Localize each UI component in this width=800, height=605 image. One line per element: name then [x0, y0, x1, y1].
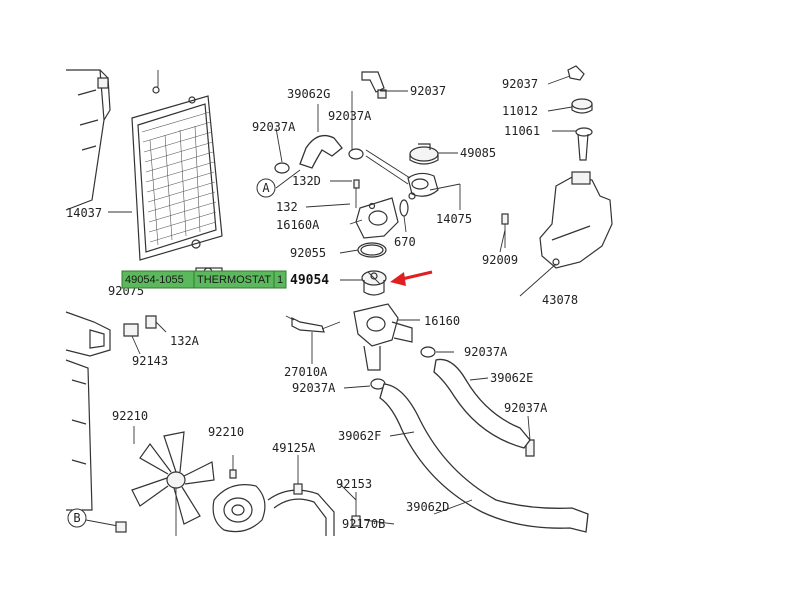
callout-670: 670: [394, 235, 416, 249]
callout-43078: 43078: [542, 293, 578, 307]
callout-49085: 49085: [460, 146, 496, 160]
callout-92037A: 92037A: [464, 345, 508, 359]
fan-shroud: [267, 455, 361, 536]
tube-11061: [575, 127, 593, 161]
callout-14075: 14075: [436, 212, 472, 226]
callout-132: 132: [276, 200, 298, 214]
callout-92037A: 92037A: [504, 401, 548, 415]
callout-92037: 92037: [410, 84, 446, 98]
reservoir-tank-43078: [539, 171, 613, 269]
callout-16160: 16160: [424, 314, 460, 328]
fan-motor: [212, 484, 266, 533]
callout-92210: 92210: [208, 425, 244, 439]
hose-39062E: [433, 358, 531, 449]
callout-92210: 92210: [112, 409, 148, 423]
bolt-92009: [501, 213, 509, 248]
callout-39062D: 39062D: [406, 500, 449, 514]
callout-39062F: 39062F: [338, 429, 381, 443]
callout-16160A: 16160A: [276, 218, 320, 232]
callout-92037-right: 92037: [502, 77, 538, 91]
callout-92143: 92143: [132, 354, 168, 368]
svg-text:A: A: [262, 181, 270, 195]
housing-16160: [353, 303, 413, 371]
callout-39062E: 39062E: [490, 371, 533, 385]
reservoir-cap-11012: [571, 98, 593, 114]
housing-16160A: [353, 179, 409, 239]
thermostat-49054: [361, 270, 387, 296]
oring-92055: [357, 242, 387, 258]
svg-text:B: B: [73, 511, 80, 525]
callout-132A: 132A: [170, 334, 200, 348]
callout-92009: 92009: [482, 253, 518, 267]
clamps-upper: [274, 148, 364, 174]
callout-92037A: 92037A: [328, 109, 372, 123]
callout-11012: 11012: [502, 104, 538, 118]
small-hose-92037: [361, 71, 387, 99]
callout-labels: 39062G 92037 92037 11012 11061 92037A 92…: [66, 77, 578, 531]
callout-39062G: 39062G: [287, 87, 330, 101]
radiator-core: [131, 70, 223, 279]
callout-92170B: 92170B: [342, 517, 385, 531]
leader-lines: [108, 75, 576, 525]
callout-11061: 11061: [504, 124, 540, 138]
marker-a: A: [256, 169, 301, 198]
callout-27010A: 27010A: [284, 365, 328, 379]
callout-132D: 132D: [292, 174, 321, 188]
small-parts-92037: [567, 65, 585, 81]
marker-b: B: [67, 508, 127, 533]
callout-49054: 49054: [290, 273, 329, 288]
filler-neck-14075: [407, 172, 439, 200]
callout-92055: 92055: [290, 246, 326, 260]
radiator-cap-49085: [409, 143, 439, 165]
highlight-quantity: 1: [277, 274, 283, 286]
callout-92153: 92153: [336, 477, 372, 491]
radiator-shroud: [65, 69, 111, 211]
thermostat-highlight-label[interactable]: 49054-1055 THERMOSTAT 1: [121, 270, 287, 289]
hose-39062F-39062D: [379, 383, 589, 533]
overflow-tube: [365, 149, 411, 185]
callout-14037: 14037: [66, 206, 102, 220]
callout-92037A: 92037A: [292, 381, 336, 395]
cooling-fan: [131, 431, 237, 536]
lower-bracket: [65, 311, 157, 511]
callout-92037A: 92037A: [252, 120, 296, 134]
highlight-description: THERMOSTAT: [197, 274, 271, 286]
highlight-part-number: 49054-1055: [125, 274, 184, 286]
callout-49125A: 49125A: [272, 441, 316, 455]
upper-hose-39062G: [299, 104, 343, 169]
red-arrow-icon: [390, 270, 433, 286]
sensor-27010A: [285, 315, 341, 333]
